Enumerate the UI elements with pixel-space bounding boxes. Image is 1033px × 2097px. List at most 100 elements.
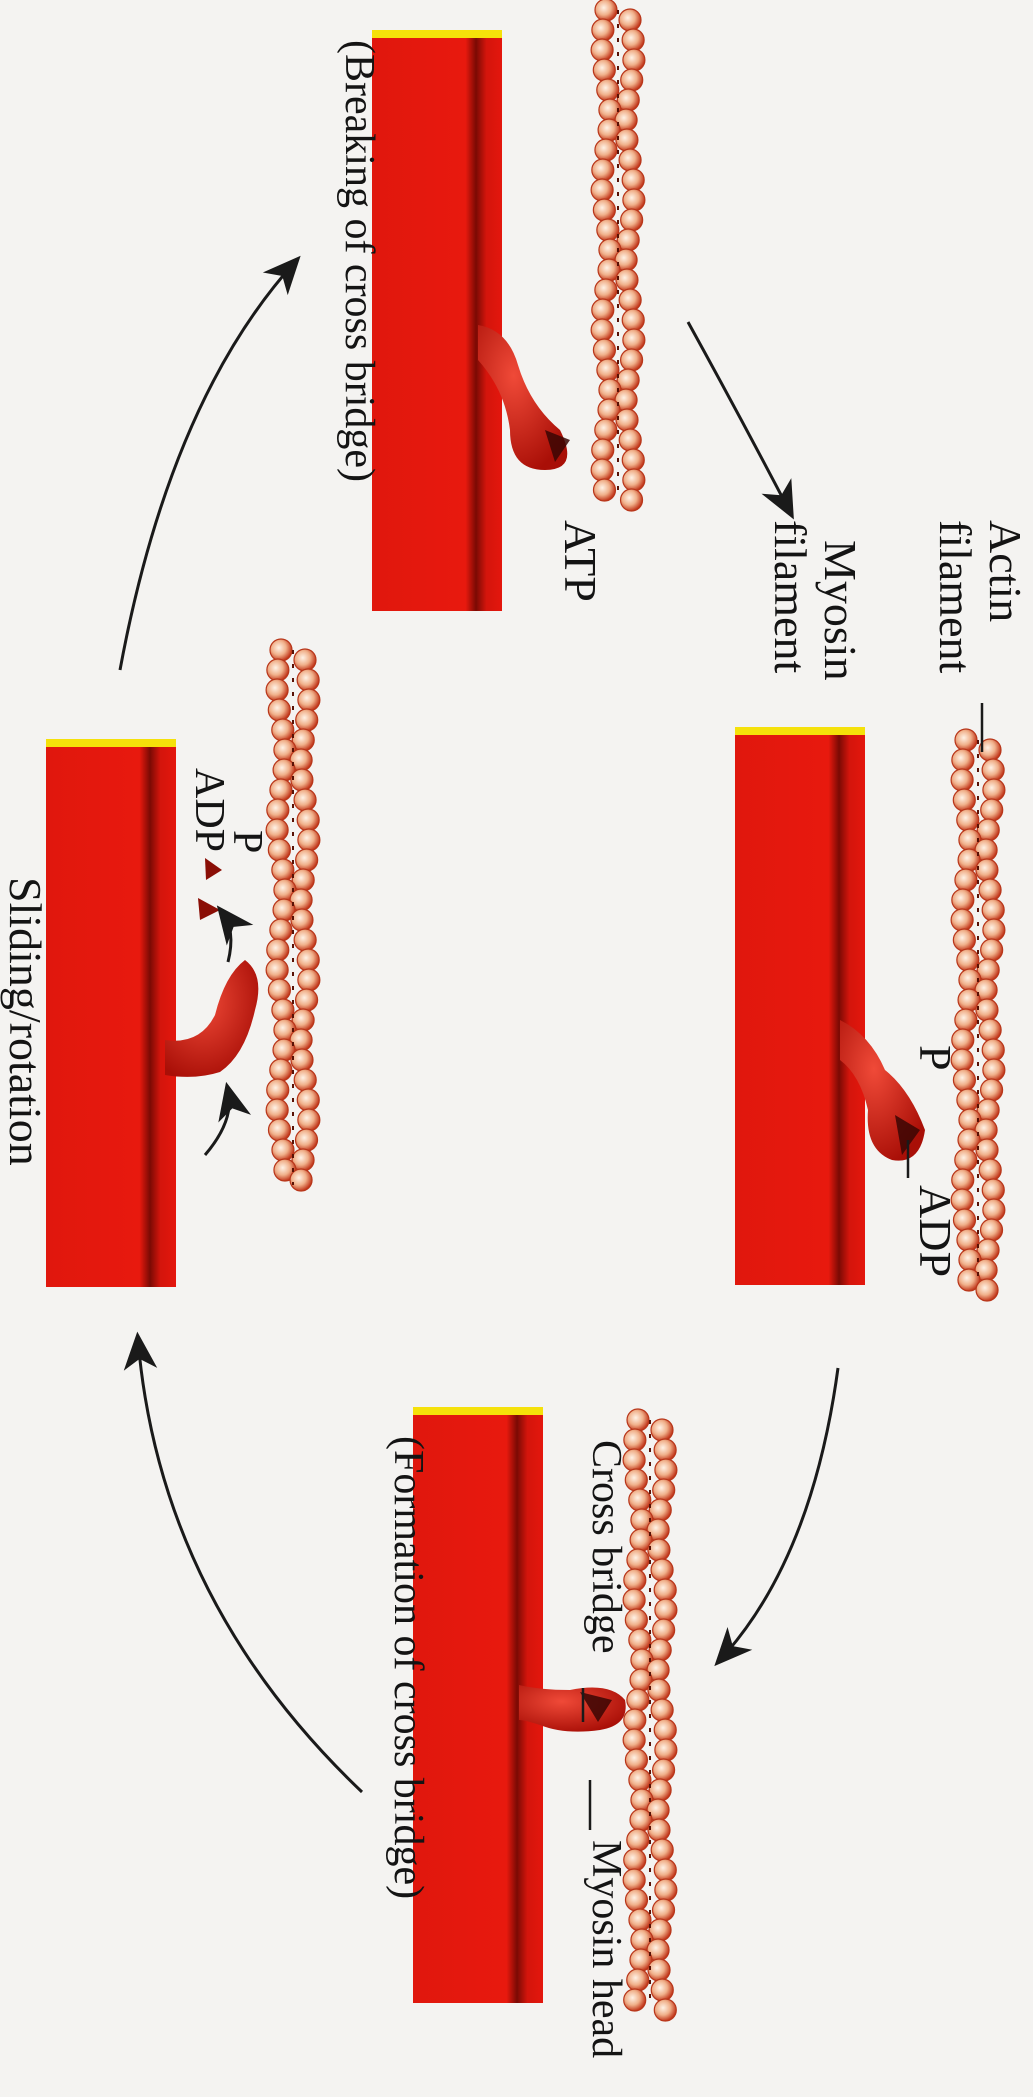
actin-filament-top	[591, 0, 645, 511]
actin-bead	[595, 139, 617, 161]
actin-bead	[268, 699, 290, 721]
actin-bead	[983, 779, 1005, 801]
actin-bead	[591, 39, 613, 61]
actin-bead	[272, 999, 294, 1021]
actin-bead	[629, 1489, 651, 1511]
actin-bead	[654, 1439, 676, 1461]
actin-bead	[592, 439, 614, 461]
actin-bead	[623, 189, 645, 211]
actin-filament-bottom	[623, 1409, 677, 2021]
actin-bead	[591, 319, 613, 341]
actin-bead	[651, 1979, 673, 2001]
actin-bead	[597, 79, 619, 101]
actin-bead	[619, 149, 641, 171]
actin-bead	[653, 1619, 675, 1641]
actin-bead	[627, 1689, 649, 1711]
actin-bead	[981, 1219, 1003, 1241]
actin-bead	[270, 639, 292, 661]
label-sliding-rotation: Sliding/rotation	[0, 877, 51, 1166]
actin-bead	[290, 1169, 312, 1191]
actin-bead	[268, 979, 290, 1001]
actin-bead	[298, 829, 320, 851]
label-cross-bridge: Cross bridge	[583, 1440, 629, 1654]
actin-bead	[648, 1539, 670, 1561]
actin-bead	[593, 339, 615, 361]
actin-bead	[981, 1079, 1003, 1101]
actin-bead	[267, 799, 289, 821]
actin-bead	[625, 1749, 647, 1771]
actin-bead	[976, 999, 998, 1021]
actin-bead	[983, 919, 1005, 941]
actin-bead	[298, 969, 320, 991]
actin-bead	[267, 939, 289, 961]
actin-bead	[955, 1009, 977, 1031]
actin-bead	[654, 1579, 676, 1601]
actin-bead	[294, 649, 316, 671]
actin-bead	[979, 879, 1001, 901]
label-actin-line1: Actin	[980, 520, 1031, 622]
actin-bead	[952, 749, 974, 771]
actin-bead	[951, 769, 973, 791]
actin-bead	[953, 789, 975, 811]
actin-bead	[953, 929, 975, 951]
actin-bead	[272, 1139, 294, 1161]
actin-bead	[268, 1119, 290, 1141]
actin-bead	[955, 869, 977, 891]
actin-bead	[957, 949, 979, 971]
actin-filament-left	[266, 639, 320, 1191]
label-p-right: P	[910, 1045, 961, 1071]
actin-bead	[622, 29, 644, 51]
actin-bead	[623, 1729, 645, 1751]
actin-bead	[616, 129, 638, 151]
actin-bead	[267, 659, 289, 681]
actin-bead	[957, 1089, 979, 1111]
actin-bead	[653, 1479, 675, 1501]
actin-bead	[298, 1109, 320, 1131]
actin-bead	[629, 1629, 651, 1651]
myosin-filament-top	[372, 30, 502, 611]
actin-bead	[291, 1049, 313, 1071]
actin-bead	[297, 1089, 319, 1111]
actin-bead	[593, 59, 615, 81]
actin-bead	[627, 1549, 649, 1571]
actin-bead	[595, 0, 617, 21]
actin-bead	[268, 839, 290, 861]
actin-bead	[957, 809, 979, 831]
actin-bead	[298, 689, 320, 711]
actin-bead	[648, 1819, 670, 1841]
actin-bead	[981, 799, 1003, 821]
actin-bead	[622, 449, 644, 471]
actin-bead	[266, 679, 288, 701]
actin-bead	[593, 479, 615, 501]
actin-bead	[654, 1719, 676, 1741]
actin-bead	[621, 209, 643, 231]
actin-bead	[979, 1019, 1001, 1041]
actin-bead	[648, 1679, 670, 1701]
actin-bead	[266, 1099, 288, 1121]
actin-bead	[619, 289, 641, 311]
actin-bead	[982, 899, 1004, 921]
myosin-head-left	[165, 960, 258, 1077]
myosin-filament-right	[735, 727, 865, 1285]
actin-bead	[651, 1559, 673, 1581]
actin-bead	[976, 1279, 998, 1301]
actin-bead	[272, 719, 294, 741]
actin-bead	[653, 1759, 675, 1781]
actin-bead	[267, 1079, 289, 1101]
actin-bead	[297, 809, 319, 831]
actin-bead	[291, 769, 313, 791]
actin-bead	[983, 1059, 1005, 1081]
actin-bead	[592, 159, 614, 181]
label-atp: ATP	[555, 520, 606, 602]
actin-bead	[653, 1899, 675, 1921]
actin-bead	[651, 1699, 673, 1721]
actin-bead	[655, 1459, 677, 1481]
actin-bead	[655, 1739, 677, 1761]
actin-bead	[595, 279, 617, 301]
actin-bead	[595, 419, 617, 441]
actin-bead	[272, 859, 294, 881]
cycle-arrow-bottom-left	[138, 1340, 362, 1792]
actin-bead	[294, 1069, 316, 1091]
actin-bead	[621, 349, 643, 371]
